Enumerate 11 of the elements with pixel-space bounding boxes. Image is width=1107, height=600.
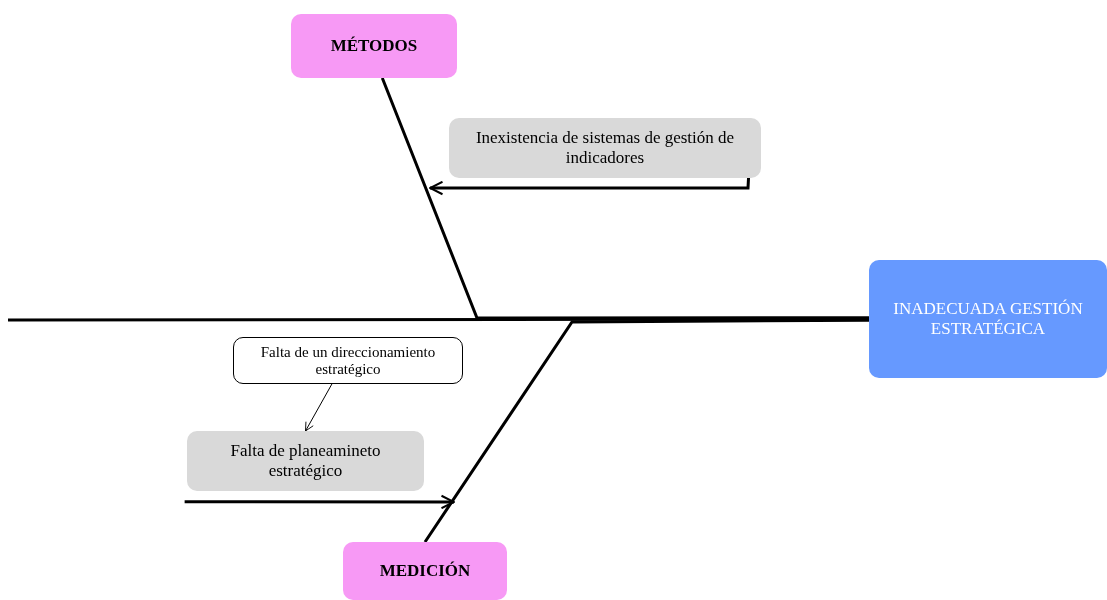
bone-line xyxy=(380,77,869,320)
cause-box: Inexistencia de sistemas de gestión de indicadores xyxy=(449,118,761,178)
sub-cause-box: Falta de un direccionamiento estratégico xyxy=(233,337,463,384)
arrow xyxy=(184,494,455,510)
category-box: MÉTODOS xyxy=(291,14,457,78)
arrow xyxy=(305,383,333,432)
category-box: MEDICIÓN xyxy=(343,542,507,600)
effect-box: INADECUADA GESTIÓN ESTRATÉGICA xyxy=(869,260,1107,378)
arrow xyxy=(429,177,750,196)
bone-line xyxy=(423,318,869,543)
cause-box: Falta de planeamineto estratégico xyxy=(187,431,424,491)
